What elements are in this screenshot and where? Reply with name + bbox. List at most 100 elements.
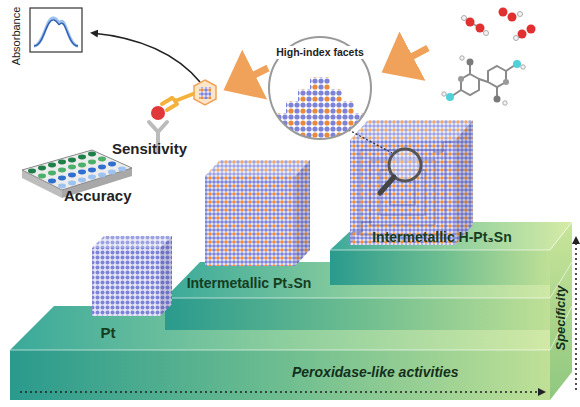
elisa-plate-part-part bbox=[88, 175, 96, 180]
pt3sn-cube-part bbox=[295, 160, 310, 266]
step-label: Intermetallic H-Pt₃Sn bbox=[372, 229, 512, 246]
process-arrow-part bbox=[394, 48, 428, 66]
h-pt3sn-cube-part bbox=[433, 142, 453, 152]
axis-label: Peroxidase-like activities bbox=[292, 364, 459, 381]
h2o2-molecule-part bbox=[514, 36, 519, 41]
step-pt: Pt bbox=[58, 322, 158, 348]
process-arrow-part bbox=[236, 68, 268, 84]
magnifier-part bbox=[345, 128, 392, 153]
elisa-plate-part bbox=[58, 167, 126, 189]
absorbance-plot-part bbox=[30, 8, 82, 52]
antibody-part bbox=[151, 106, 165, 120]
h-pt3sn-cube-part bbox=[352, 222, 372, 242]
tmb-molecule-part bbox=[479, 79, 488, 82]
elisa-plate-part-part bbox=[98, 165, 106, 170]
elisa-plate-part-part bbox=[38, 166, 46, 171]
pt3sn-cube-part bbox=[205, 176, 295, 266]
h-pt3sn-cube-part bbox=[455, 120, 473, 245]
facet-atoms-part bbox=[262, 77, 378, 145]
elisa-plate-part-part bbox=[48, 163, 56, 168]
magnifier bbox=[345, 128, 421, 193]
axis-label: Specificity bbox=[553, 285, 569, 350]
tmb-molecule bbox=[442, 56, 525, 105]
h-pt3sn-cube-part bbox=[350, 120, 473, 140]
tmb-molecule-part bbox=[442, 92, 446, 96]
elisa-plate-part bbox=[38, 157, 106, 179]
absorbance-plot bbox=[30, 8, 82, 52]
h-pt3sn-cube-part bbox=[455, 120, 473, 245]
tmb-molecule-part bbox=[503, 101, 507, 105]
h-pt3sn-cube bbox=[350, 120, 473, 245]
h2o2-molecule-part bbox=[466, 18, 475, 27]
facet-atoms bbox=[262, 36, 378, 145]
tmb-molecule-part bbox=[494, 96, 501, 103]
elisa-plate-part-part bbox=[98, 173, 106, 178]
step-label: Pt bbox=[101, 324, 116, 342]
magnifier-part bbox=[380, 177, 394, 193]
tmb-molecule-part bbox=[460, 56, 464, 60]
elisa-plate-part-part bbox=[68, 158, 76, 163]
elisa-plate-part-part bbox=[48, 179, 56, 184]
elisa-plate-part-part bbox=[68, 165, 76, 170]
antibody-part bbox=[167, 104, 177, 110]
h-pt3sn-cube-part bbox=[360, 150, 445, 235]
nanozyme-probe bbox=[194, 80, 216, 105]
antibody-part bbox=[158, 122, 167, 132]
dotted-axis-arrow-part bbox=[20, 391, 544, 393]
h2o2-molecule-part bbox=[508, 13, 517, 22]
metric-label: Accuracy bbox=[64, 187, 132, 205]
step-pt3sn: Intermetallic Pt₃Sn bbox=[168, 272, 330, 296]
tmb-molecule-part bbox=[446, 93, 454, 101]
elisa-plate-part-part bbox=[68, 173, 76, 178]
pt-cube-part bbox=[92, 236, 172, 248]
h-pt3sn-cube-part bbox=[390, 180, 415, 205]
h2o2-molecule bbox=[462, 8, 536, 41]
elisa-plate-part bbox=[48, 162, 116, 184]
elisa-plate-part-part bbox=[78, 155, 86, 160]
elisa-plate-part-part bbox=[38, 174, 46, 179]
h2o2-molecule-part bbox=[518, 12, 523, 17]
elisa-plate-part-part bbox=[58, 168, 66, 173]
dotted-axis-arrow-part bbox=[575, 238, 577, 390]
tmb-molecule-part bbox=[521, 65, 525, 69]
platform-part bbox=[165, 298, 550, 330]
elisa-plate-part-part bbox=[28, 169, 36, 174]
elisa-plate-part-part bbox=[48, 171, 56, 176]
h2o2-molecule-part bbox=[476, 24, 485, 33]
antibody-part bbox=[175, 94, 193, 101]
tmb-molecule-part bbox=[503, 79, 509, 85]
elisa-plate-part-part bbox=[108, 162, 116, 167]
step-h-pt3sn: Intermetallic H-Pt₃Sn bbox=[334, 227, 550, 251]
tmb-molecule-part bbox=[467, 59, 474, 66]
pt-cube-part bbox=[160, 236, 172, 316]
h2o2-molecule-part bbox=[527, 25, 536, 34]
elisa-plate-part-part bbox=[68, 181, 76, 186]
elisa-plate-part-part bbox=[88, 160, 96, 165]
elisa-plate-part-part bbox=[78, 163, 86, 168]
metric-label: Sensitivity bbox=[112, 140, 187, 158]
process-arrow-part bbox=[92, 33, 200, 82]
pt3sn-cube-part bbox=[295, 160, 310, 266]
step-label: Intermetallic Pt₃Sn bbox=[187, 275, 312, 292]
elisa-plate-part bbox=[28, 152, 96, 174]
elisa-plate-part-part bbox=[108, 170, 116, 175]
elisa-plate-part-part bbox=[98, 157, 106, 162]
elisa-plate-part-part bbox=[88, 168, 96, 173]
tmb-molecule-part bbox=[458, 76, 464, 82]
tmb-molecule-part bbox=[461, 74, 479, 95]
tmb-molecule-part bbox=[488, 66, 506, 87]
h2o2-molecule-part bbox=[484, 31, 489, 36]
elisa-plate-part-part bbox=[58, 160, 66, 165]
nanozyme-probe-part bbox=[194, 80, 216, 105]
pt3sn-cube-part bbox=[205, 160, 310, 176]
pt3sn-cube bbox=[205, 160, 310, 266]
tmb-molecule-part bbox=[513, 60, 521, 68]
pt-cube-part bbox=[92, 248, 160, 316]
absorbance-plot-part bbox=[34, 20, 78, 46]
elisa-plate-part-part bbox=[58, 176, 66, 181]
zoom-callout: High-index facets bbox=[268, 36, 372, 140]
pt-cube-part bbox=[92, 236, 172, 248]
platform-part bbox=[330, 250, 550, 285]
axis-label: Absorbance bbox=[10, 7, 23, 66]
